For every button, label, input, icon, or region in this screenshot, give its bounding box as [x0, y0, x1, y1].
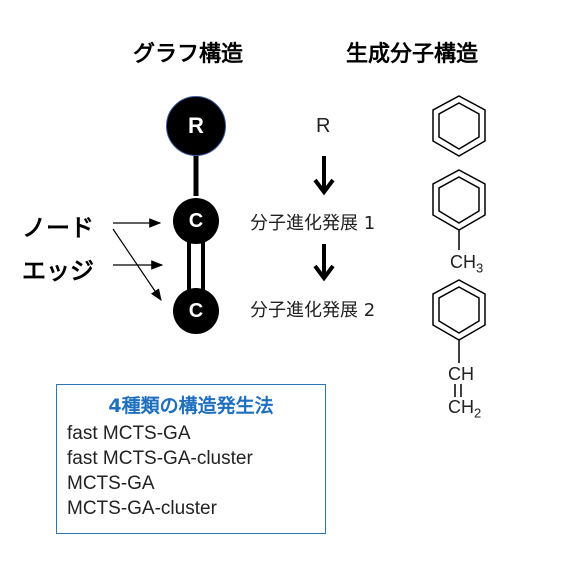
benzene-structure: [432, 95, 486, 157]
graph-structure-heading: グラフ構造: [133, 42, 244, 67]
method-item: MCTS-GA-cluster: [67, 498, 217, 519]
step-2-label: 分子進化発展 2: [250, 300, 376, 321]
method-item: fast MCTS-GA: [67, 423, 191, 444]
carbon-node-2: C: [173, 288, 219, 334]
toluene-subscript: 3: [476, 260, 484, 276]
carbon-node-1: C: [173, 198, 219, 244]
styrene-subscript: 2: [474, 405, 482, 421]
styrene-ch2-label: CH2: [448, 397, 481, 421]
node-label: ノード: [22, 214, 94, 242]
edge-label: エッジ: [22, 257, 94, 285]
styrene-ch-label: CH: [448, 364, 474, 384]
root-node-label: R: [188, 113, 204, 138]
method-item: MCTS-GA: [67, 473, 155, 494]
methods-box: 4種類の構造発生法 fast MCTS-GA fast MCTS-GA-clus…: [56, 384, 326, 534]
styrene-ch2-text: CH: [448, 397, 474, 417]
toluene-ch-text: CH: [450, 252, 476, 272]
carbon-node-1-label: C: [188, 209, 204, 232]
toluene-structure: [432, 169, 486, 250]
step-1-label: 分子進化発展 1: [250, 213, 376, 234]
method-item: fast MCTS-GA-cluster: [67, 448, 253, 469]
down-arrow-1: [313, 156, 335, 196]
methods-title: 4種類の構造発生法: [108, 395, 274, 417]
step-start-label: R: [316, 115, 331, 137]
root-node-r: R: [166, 96, 226, 156]
down-arrow-2: [313, 244, 335, 282]
toluene-substituent: CH3: [450, 252, 483, 276]
styrene-structure: [432, 279, 486, 397]
carbon-node-2-label: C: [188, 299, 204, 322]
molecule-structure-heading: 生成分子構造: [346, 42, 479, 67]
